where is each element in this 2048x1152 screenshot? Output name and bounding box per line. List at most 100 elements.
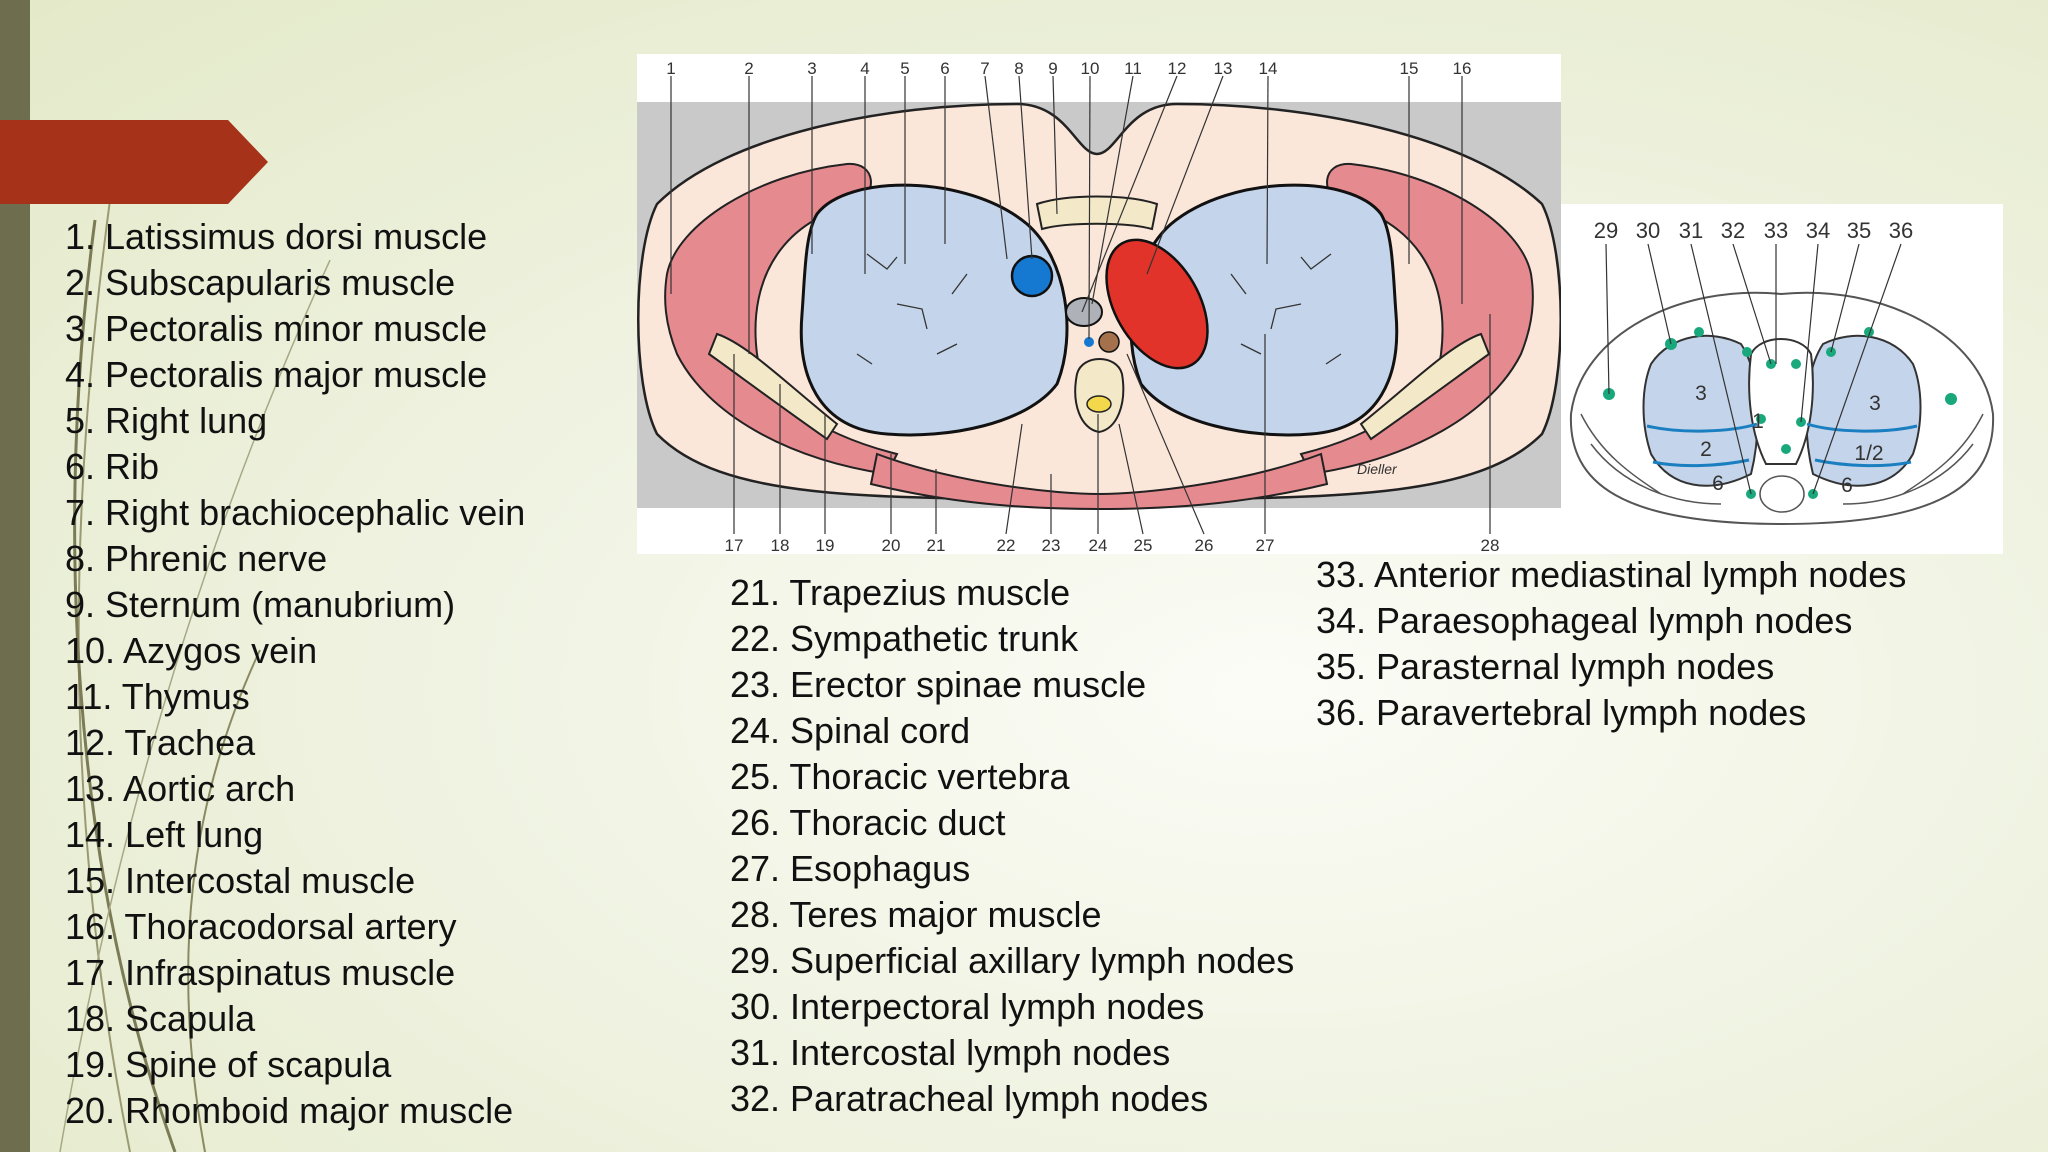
diagram-number: 3	[807, 59, 816, 78]
label-item: 7. Right brachiocephalic vein	[65, 492, 526, 533]
diagram-number: 8	[1014, 59, 1023, 78]
diagram-number: 18	[771, 536, 790, 554]
diagram-number: 36	[1889, 218, 1913, 243]
diagram-number: 7	[980, 59, 989, 78]
label-item: 15. Intercostal muscle	[65, 860, 416, 901]
diagram-number: 22	[997, 536, 1016, 554]
left-muscle-band	[1299, 162, 1534, 476]
label-item: 32. Paratracheal lymph nodes	[730, 1078, 1209, 1119]
region-divider-lines	[1646, 422, 1918, 468]
label-item: 29. Superficial axillary lymph nodes	[730, 940, 1295, 981]
region-label: 3	[1695, 382, 1707, 405]
top-number-labels: 1 2 3 4 5 6 7 8 9 10 11 12 13 14 15 16	[666, 59, 1471, 78]
bottom-leader-lines	[733, 314, 1491, 535]
diagram-number: 11	[1124, 59, 1142, 78]
diagram-number: 19	[816, 536, 835, 554]
diagram-number: 28	[1481, 536, 1500, 554]
thorax-cross-section-diagram: 1 2 3 4 5 6 7 8 9 10 11 12 13 14 15 16 1…	[637, 54, 1561, 554]
diagram-number: 4	[860, 59, 869, 78]
brachiocephalic-vein	[1010, 254, 1054, 298]
node-leader-lines	[1605, 243, 1902, 495]
diagram-number: 34	[1806, 218, 1830, 243]
label-item: 1. Latissimus dorsi muscle	[65, 216, 488, 257]
diagram-number: 12	[1168, 59, 1187, 78]
label-item: 23. Erector spinae muscle	[730, 664, 1147, 705]
diagram-number: 21	[927, 536, 946, 554]
artist-signature: Dieller	[1357, 461, 1398, 477]
node-region-labels: 3 2 6 1 3 1/2 6	[1695, 382, 1883, 497]
ribs-outline	[1580, 413, 1984, 513]
region-label: 6	[1712, 472, 1724, 495]
diagram-number: 29	[1594, 218, 1618, 243]
esophagus	[1098, 331, 1120, 353]
chevron-arrow-tab-icon	[0, 120, 268, 204]
region-label: 6	[1841, 474, 1853, 497]
region-label: 1/2	[1854, 442, 1883, 465]
label-item: 14. Left lung	[65, 814, 264, 855]
azygos-vein	[1084, 337, 1094, 347]
spinal-cord	[1086, 395, 1112, 413]
diagram-number: 16	[1453, 59, 1472, 78]
label-item: 10. Azygos vein	[65, 630, 318, 671]
accent-tab	[0, 120, 268, 204]
node-left-lung	[1805, 334, 1922, 487]
label-item: 11. Thymus	[65, 676, 250, 717]
label-item: 3. Pectoralis minor muscle	[65, 308, 488, 349]
label-item: 28. Teres major muscle	[730, 894, 1102, 935]
label-item: 12. Trachea	[65, 722, 256, 763]
label-item: 9. Sternum (manubrium)	[65, 584, 456, 625]
right-lung	[799, 183, 1069, 437]
labels-column-1: 1. Latissimus dorsi muscle 2. Subscapula…	[65, 214, 525, 1134]
label-item: 4. Pectoralis major muscle	[65, 354, 488, 395]
aortic-arch	[1105, 238, 1209, 370]
diagram-number: 24	[1089, 536, 1108, 554]
labels-column-2: 21. Trapezius muscle 22. Sympathetic tru…	[730, 570, 1294, 1122]
diagram-number: 35	[1847, 218, 1871, 243]
label-item: 5. Right lung	[65, 400, 268, 441]
diagram-number: 2	[744, 59, 753, 78]
right-muscle-band	[664, 162, 899, 476]
diagram-number: 20	[882, 536, 901, 554]
label-item: 13. Aortic arch	[65, 768, 296, 809]
left-lung	[1129, 183, 1399, 437]
label-item: 21. Trapezius muscle	[730, 572, 1071, 613]
decorative-lines	[59, 199, 331, 1152]
label-item: 18. Scapula	[65, 998, 256, 1039]
scapula-right	[707, 332, 839, 441]
label-item: 27. Esophagus	[730, 848, 971, 889]
labels-column-3: 33. Anterior mediastinal lymph nodes 34.…	[1316, 552, 1906, 736]
label-item: 16. Thoracodorsal artery	[65, 906, 457, 947]
diagram-number: 9	[1048, 59, 1057, 78]
label-item: 36. Paravertebral lymph nodes	[1316, 692, 1807, 733]
diagram-number: 27	[1256, 536, 1275, 554]
back-muscle-band	[869, 452, 1329, 511]
diagram-number: 5	[900, 59, 909, 78]
label-item: 35. Parasternal lymph nodes	[1316, 646, 1775, 687]
top-leader-lines	[670, 75, 1463, 354]
label-item: 26. Thoracic duct	[730, 802, 1006, 843]
region-label: 3	[1869, 392, 1881, 415]
label-item: 20. Rhomboid major muscle	[65, 1090, 514, 1131]
label-item: 25. Thoracic vertebra	[730, 756, 1070, 797]
region-label: 2	[1700, 438, 1712, 461]
label-item: 22. Sympathetic trunk	[730, 618, 1079, 659]
label-item: 19. Spine of scapula	[65, 1044, 392, 1085]
diagram-number: 15	[1400, 59, 1419, 78]
bottom-number-labels: 17 18 19 20 21 22 23 24 25 26 27 28	[725, 536, 1500, 554]
scapula-left	[1359, 332, 1491, 441]
diagram-number: 32	[1721, 218, 1745, 243]
region-label: 1	[1752, 410, 1764, 433]
node-top-numbers: 29 30 31 32 33 34 35 36	[1594, 218, 1913, 243]
diagram-number: 30	[1636, 218, 1660, 243]
label-item: 8. Phrenic nerve	[65, 538, 328, 579]
bronchial-branches	[856, 253, 1342, 365]
diagram-number: 33	[1764, 218, 1788, 243]
label-item: 30. Interpectoral lymph nodes	[730, 986, 1205, 1027]
diagram-number: 6	[940, 59, 949, 78]
label-item: 24. Spinal cord	[730, 710, 971, 751]
diagram-number: 31	[1679, 218, 1703, 243]
diagram-number: 17	[725, 536, 744, 554]
label-item: 31. Intercostal lymph nodes	[730, 1032, 1171, 1073]
label-item: 2. Subscapularis muscle	[65, 262, 456, 303]
diagram-number: 1	[666, 59, 675, 78]
